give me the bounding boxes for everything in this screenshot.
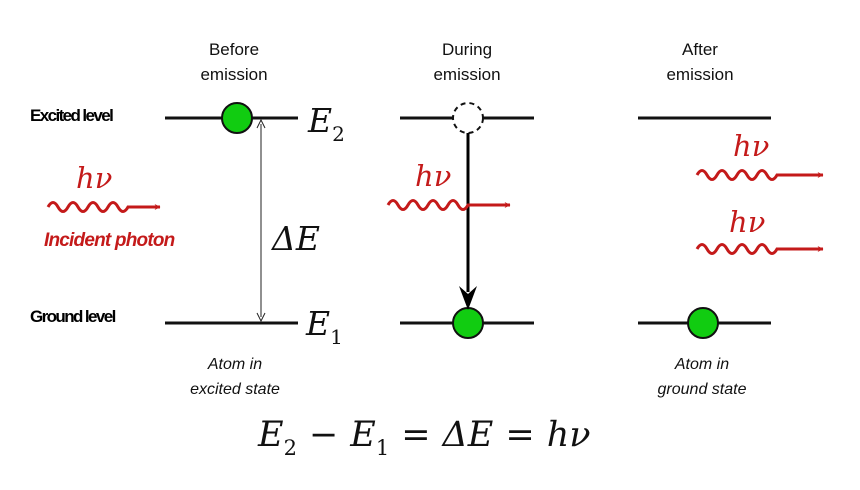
caption-after-line2: ground state: [658, 381, 747, 398]
energy-gap-arrowhead-bottom: [256, 312, 266, 323]
atom-ghost-during: [452, 102, 484, 134]
header-after-line2: emission: [666, 65, 733, 84]
ground-level-label: Ground level: [30, 307, 116, 326]
header-before-line2: emission: [200, 65, 267, 84]
after-photon1-wave: [695, 169, 824, 181]
incident-photon-label: Incident photon: [44, 230, 175, 251]
header-before-line1: Before: [209, 40, 259, 59]
transition-arrowhead: [459, 286, 477, 310]
excited-level-label: Excited level: [30, 106, 113, 125]
caption-before-line2: excited state: [190, 381, 280, 398]
energy-gap-arrowhead-top: [256, 118, 266, 129]
delta-e-symbol: ΔE: [270, 219, 320, 258]
caption-before-line1: Atom in: [207, 356, 262, 373]
during-photon-wave: [386, 199, 511, 211]
caption-after-line1: Atom in: [674, 356, 729, 373]
after-photon1-hnu: hν: [733, 129, 769, 163]
atom-ground-during: [452, 307, 484, 339]
atom-ground-after: [687, 307, 719, 339]
header-after-line1: After: [682, 40, 718, 59]
incident-photon-hnu: hν: [76, 161, 112, 195]
header-during-line2: emission: [433, 65, 500, 84]
incident-photon-wave: [46, 201, 161, 213]
during-photon-hnu: hν: [415, 159, 451, 193]
e2-symbol: E2: [307, 101, 345, 146]
energy-equation: E2−E1=ΔE=hν: [257, 415, 591, 460]
e1-symbol: E1: [305, 304, 343, 349]
after-photon2-hnu: hν: [729, 205, 765, 239]
after-photon2-wave: [695, 243, 824, 255]
header-during-line1: During: [442, 40, 492, 59]
atom-excited-before: [221, 102, 253, 134]
